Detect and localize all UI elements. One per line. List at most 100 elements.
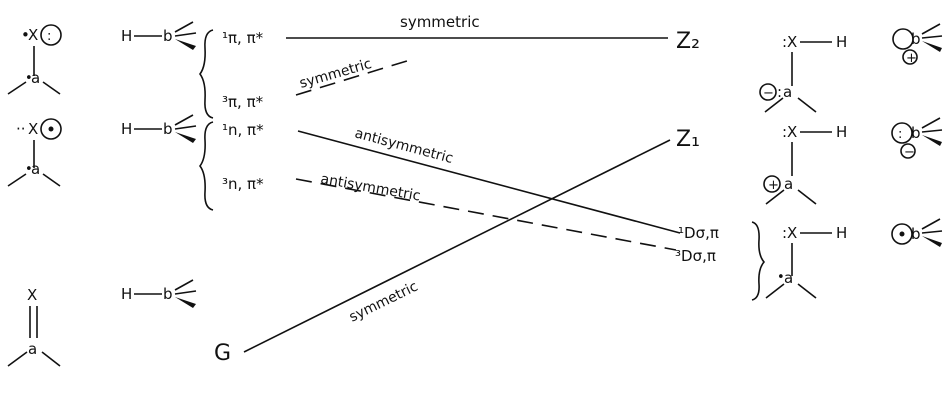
state-label-z1: Z₁ — [676, 127, 700, 152]
a-left-bond-3 — [7, 351, 28, 367]
radical-orbital-circle-1 — [40, 24, 62, 46]
a-atom-r3: a — [784, 269, 793, 287]
a-atom-3: a — [28, 340, 37, 358]
x-atom-r1: X — [787, 33, 797, 51]
b-atom-1: b — [163, 27, 173, 45]
h-b-group-1: H b — [121, 21, 197, 50]
x-lone-pair-r3: : — [782, 224, 787, 242]
a-dot-1: • — [25, 71, 33, 86]
orbital-lone-pair-fr2: : — [898, 127, 902, 142]
a-atom-r1: a — [783, 83, 792, 101]
radical-orbital-lobe-3 — [891, 223, 913, 245]
plus-charge-r2: + — [768, 178, 779, 193]
state-label-d-singlet: ¹Dσ,π — [678, 224, 719, 242]
plus-charge-circle-fr1 — [902, 49, 918, 65]
minus-charge-fr2: − — [904, 145, 915, 160]
h-atom-r3: H — [836, 224, 847, 242]
state-label-pi-triplet: ³π, π* — [222, 93, 264, 111]
b-atom-fr1: b — [911, 30, 921, 48]
state-label-n-triplet: ³n, π* — [222, 175, 264, 193]
orbital-dot-fr3 — [899, 231, 905, 237]
radical-orbital-circle-2 — [40, 118, 62, 140]
b-atom-3: b — [163, 285, 173, 303]
minus-charge-circle-fr2 — [900, 143, 916, 159]
b-hash-bonds-fr3 — [921, 218, 943, 234]
lone-pair-orbital-lobe-2 — [891, 122, 913, 144]
a-atom-r2: a — [784, 175, 793, 193]
a-left-bond-r3 — [765, 283, 785, 299]
right-structure-3: : X H • a — [765, 224, 847, 299]
h-b-group-2: H b — [121, 114, 197, 143]
a-left-bond-r2 — [765, 189, 785, 205]
b-wedge-3 — [175, 297, 196, 308]
far-right-orbital-1: b + — [892, 23, 943, 66]
plus-charge-fr1: + — [906, 51, 917, 66]
a-left-bond-2 — [7, 173, 27, 187]
b-wedge-1 — [175, 39, 196, 50]
state-label-d-triplet: ³Dσ,π — [675, 247, 716, 265]
empty-orbital-lobe-1 — [892, 28, 914, 50]
label-symmetric-pi-triplet: symmetric — [298, 56, 374, 92]
far-right-orbital-3: b — [891, 218, 943, 247]
a-dot-2: • — [25, 162, 33, 177]
b-atom-2: b — [163, 120, 173, 138]
right-structure-1: : X H − : a — [759, 33, 847, 113]
minus-charge-r1: − — [763, 86, 774, 101]
minus-charge-circle-r1 — [759, 83, 777, 101]
state-label-z2: Z₂ — [676, 29, 700, 54]
a-left-bond-1 — [7, 81, 27, 95]
b-atom-fr2: b — [911, 124, 921, 142]
x-atom-r2: X — [787, 123, 797, 141]
left-structure-3: X a — [7, 286, 61, 367]
b-wedge-fr1 — [922, 41, 942, 52]
a-atom-2: a — [31, 160, 40, 178]
a-right-bond-3 — [41, 351, 61, 367]
left-brace-pi — [199, 29, 214, 119]
x-lone-pair-r1: : — [782, 33, 787, 51]
state-label-n-singlet: ¹n, π* — [222, 121, 264, 139]
right-brace-d — [751, 221, 766, 301]
right-structure-2: : X H + a — [763, 123, 847, 205]
b-wedge-fr2 — [922, 135, 942, 146]
label-symmetric-ground: symmetric — [347, 279, 421, 326]
x-dots-2: ·· — [16, 120, 26, 138]
a-right-bond-r1 — [797, 97, 817, 113]
correlation-line-pi-triplet — [295, 59, 411, 96]
left-structure-1: • X : • a — [7, 24, 62, 95]
b-hash-bonds-fr2 — [921, 117, 943, 133]
h-atom-r1: H — [836, 33, 847, 51]
b-atom-fr3: b — [911, 225, 921, 243]
b-hash-bonds-3 — [174, 279, 197, 295]
label-antisymmetric-singlet: antisymmetric — [353, 125, 455, 167]
h-atom-r2: H — [836, 123, 847, 141]
h-b-group-3: H b — [121, 279, 197, 308]
b-hash-bonds-1 — [174, 21, 197, 37]
left-structure-2: ·· X • a — [7, 118, 62, 187]
a-right-bond-1 — [42, 81, 61, 95]
b-wedge-2 — [175, 132, 196, 143]
x-lone-pair-r2: : — [782, 123, 787, 141]
b-hash-bonds-fr1 — [921, 23, 943, 39]
label-antisymmetric-triplet: antisymmetric — [319, 171, 421, 204]
a-atom-1: a — [31, 69, 40, 87]
far-right-orbital-2: : b − — [891, 117, 943, 160]
correlation-line-n-triplet-to-d-triplet — [295, 178, 677, 251]
h-atom-1: H — [121, 27, 132, 45]
x-atom-2: X — [28, 120, 38, 138]
x-atom-1: X — [28, 26, 38, 44]
a-right-bond-r2 — [797, 189, 817, 205]
a-lone-pair-r1: : — [777, 83, 782, 101]
correlation-line-n-singlet-to-d-singlet — [297, 130, 681, 234]
plus-charge-circle-r2 — [763, 175, 781, 193]
state-label-ground: G — [214, 341, 231, 366]
a-left-bond-r1 — [764, 97, 784, 113]
h-atom-2: H — [121, 120, 132, 138]
state-label-pi-singlet: ¹π, π* — [222, 29, 264, 47]
b-wedge-fr3 — [922, 236, 942, 247]
orbital-dots-1: : — [47, 29, 51, 44]
x-dot-1: • — [21, 26, 30, 44]
x-atom-3: X — [27, 286, 37, 304]
h-atom-3: H — [121, 285, 132, 303]
a-right-bond-2 — [42, 173, 61, 187]
